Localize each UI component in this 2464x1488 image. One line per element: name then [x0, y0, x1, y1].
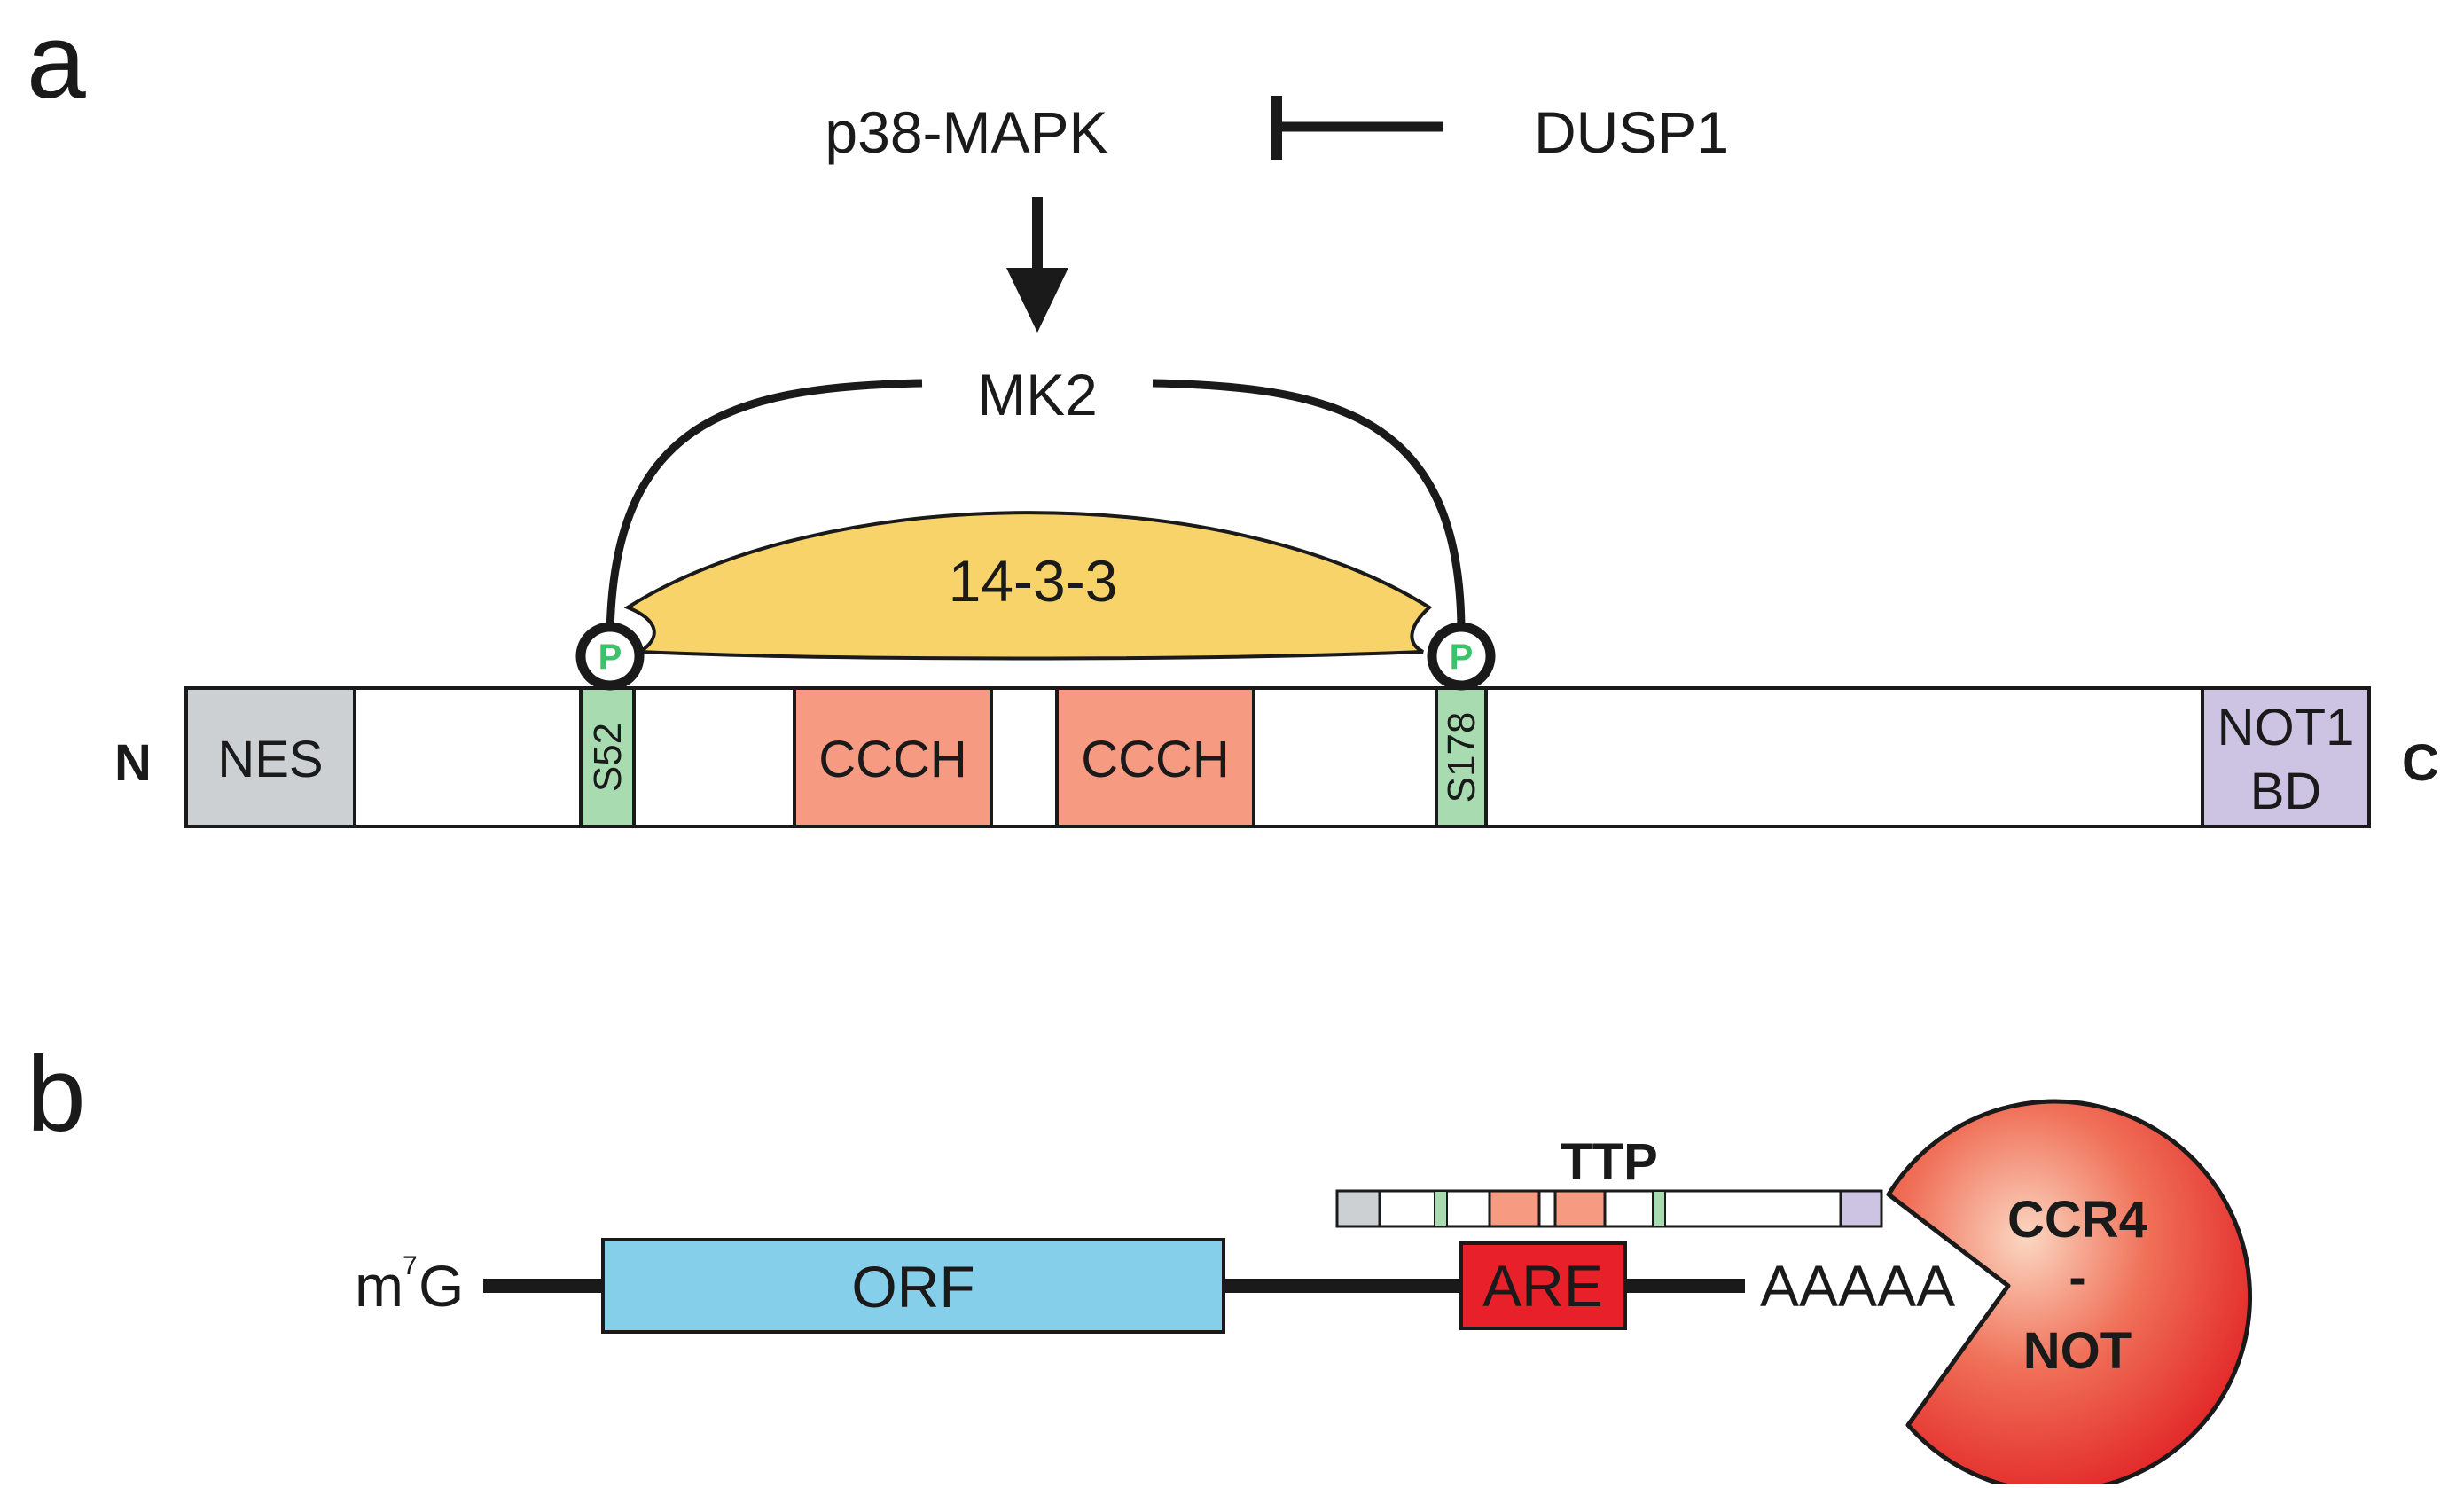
mk2-label: MK2	[977, 362, 1098, 427]
ttp-mini-bar	[1335, 1189, 1883, 1228]
p38-mapk-label: p38-MAPK	[825, 99, 1107, 165]
orf-box	[601, 1238, 1225, 1334]
are-box	[1459, 1241, 1627, 1330]
ccr4-not-label-line3: NOT	[2023, 1322, 2132, 1380]
pacman-icon	[1886, 1099, 2252, 1488]
nes-domain	[184, 686, 356, 828]
s178-label: S178	[1440, 712, 1483, 803]
cap-m: m	[355, 1253, 403, 1319]
ttp-protein-bar	[184, 686, 2371, 828]
phospho-circle-s52: P	[575, 622, 645, 691]
m7g-cap-label: m 7 G	[355, 1251, 464, 1319]
ccch-domain-1	[793, 686, 993, 828]
mk2-arc-left	[606, 379, 923, 639]
ccr4-not-label-line2: -	[2069, 1249, 2085, 1306]
panel-b-label: b	[27, 1035, 86, 1154]
binder-14-3-3-label: 14-3-3	[949, 548, 1118, 614]
ccr4-not-label-line1: CCR4	[2007, 1191, 2147, 1249]
dusp1-label: DUSP1	[1534, 99, 1729, 165]
polya-label: AAAAA	[1760, 1253, 1955, 1319]
not1-bd-domain	[2201, 686, 2371, 828]
c-terminus-label: C	[2402, 734, 2439, 792]
s52-label: S52	[586, 723, 630, 792]
ttp-label: TTP	[1561, 1133, 1658, 1191]
binder-14-3-3-shape	[623, 511, 1433, 661]
ccch-domain-2	[1055, 686, 1255, 828]
s52-site	[579, 686, 636, 828]
cap-g: G	[418, 1253, 464, 1319]
ccch-label-2: CCCH	[1081, 731, 1230, 788]
arrow-down-icon	[1006, 197, 1068, 333]
are-label: ARE	[1482, 1253, 1603, 1319]
nes-label: NES	[217, 731, 323, 788]
cap-superscript-7: 7	[403, 1251, 418, 1280]
panel-a-label: a	[27, 2, 86, 121]
phospho-circle-s178: P	[1427, 622, 1496, 691]
inhibition-bar-icon	[1271, 96, 1443, 160]
phospho-label-s178: P	[1450, 638, 1474, 677]
n-terminus-label: N	[114, 734, 152, 792]
not1-bd-label-line1: NOT1	[2218, 699, 2355, 756]
mk2-arc-right	[1152, 379, 1466, 639]
ccch-label-1: CCCH	[818, 731, 967, 788]
orf-label: ORF	[851, 1254, 974, 1320]
not1-bd-label-line2: BD	[2250, 763, 2322, 820]
phospho-label-s52: P	[598, 638, 622, 677]
